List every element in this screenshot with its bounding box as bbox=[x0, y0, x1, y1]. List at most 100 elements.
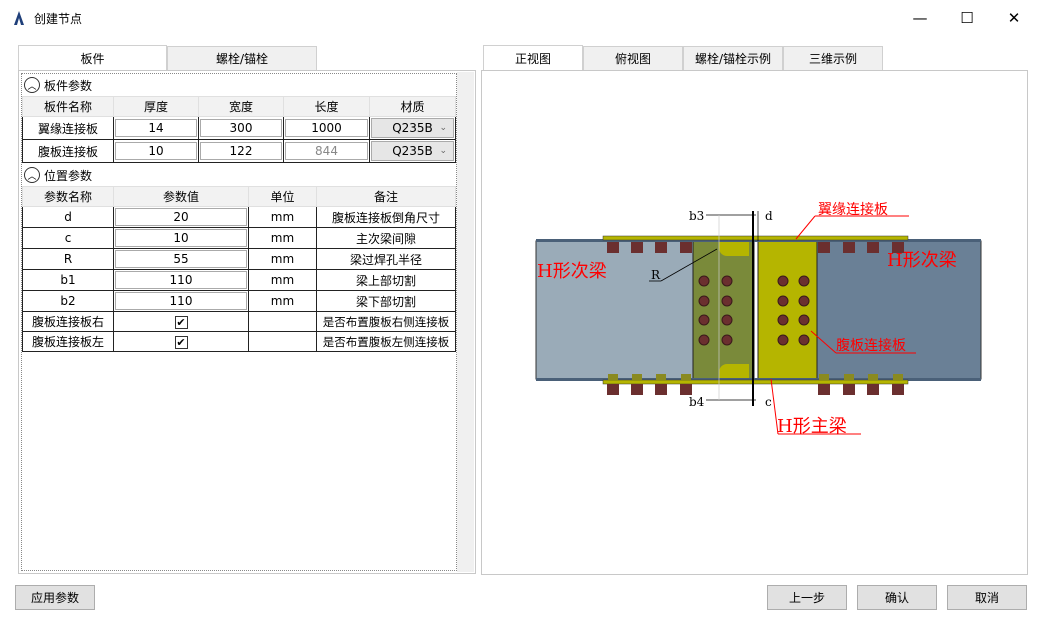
scrollbar[interactable] bbox=[457, 72, 474, 572]
apply-params-button[interactable]: 应用参数 bbox=[15, 585, 95, 610]
checkbox[interactable]: ✔ bbox=[174, 335, 188, 349]
bolt-icon bbox=[631, 242, 643, 253]
tab-front-view[interactable]: 正视图 bbox=[483, 45, 583, 71]
thickness-input[interactable]: 10 bbox=[115, 142, 197, 160]
bolt-icon bbox=[798, 314, 810, 326]
bolt-icon bbox=[818, 384, 830, 395]
d-label: d bbox=[765, 209, 773, 223]
table-row: 腹板连接板 10 122 844 Q235B⌄ bbox=[22, 139, 456, 163]
app-icon bbox=[14, 11, 24, 25]
parameter-panel: ︿板件参数 板件名称厚度宽度长度材质 翼缘连接板 14 300 1000 Q23… bbox=[18, 70, 476, 574]
tab-3d-example[interactable]: 三维示例 bbox=[783, 46, 883, 71]
web-plate-left bbox=[692, 240, 755, 380]
bolt-icon bbox=[655, 384, 667, 395]
bolt-icon bbox=[844, 374, 854, 380]
maximize-button[interactable]: ☐ bbox=[960, 9, 974, 27]
collapse-icon[interactable]: ︿ bbox=[24, 77, 40, 93]
collapse-icon[interactable]: ︿ bbox=[24, 167, 40, 183]
beam-bottom-flange bbox=[536, 378, 981, 381]
table-row: 腹板连接板右✔是否布置腹板右侧连接板 bbox=[22, 311, 456, 332]
bolt-icon bbox=[843, 242, 855, 253]
thickness-input[interactable]: 14 bbox=[115, 119, 197, 137]
weld-hole-bottom bbox=[719, 364, 749, 378]
bolt-icon bbox=[819, 374, 829, 380]
bolt-icon bbox=[681, 374, 691, 380]
bolt-icon bbox=[721, 275, 733, 287]
param-value-input[interactable]: 110 bbox=[115, 292, 247, 310]
bolt-icon bbox=[721, 334, 733, 346]
chevron-down-icon: ⌄ bbox=[439, 146, 447, 156]
bolt-icon bbox=[607, 384, 619, 395]
bolt-icon bbox=[608, 374, 618, 380]
leader-line bbox=[810, 330, 837, 354]
bolt-icon bbox=[631, 384, 643, 395]
table-row: 翼缘连接板 14 300 1000 Q235B⌄ bbox=[22, 116, 456, 140]
bolt-icon bbox=[777, 295, 789, 307]
tab-top-view[interactable]: 俯视图 bbox=[583, 46, 683, 71]
b4-label: b4 bbox=[689, 395, 705, 409]
bolt-icon bbox=[680, 242, 692, 253]
bolt-icon bbox=[656, 374, 666, 380]
width-input[interactable]: 122 bbox=[200, 142, 282, 160]
plate-params-header[interactable]: ︿板件参数 bbox=[24, 76, 456, 94]
left-beam bbox=[535, 240, 694, 380]
param-value-input[interactable]: 10 bbox=[115, 229, 247, 247]
close-button[interactable]: ✕ bbox=[1007, 9, 1021, 27]
cancel-button[interactable]: 取消 bbox=[947, 585, 1027, 610]
bolt-icon bbox=[698, 275, 710, 287]
param-value-input[interactable]: 20 bbox=[115, 208, 247, 226]
radius-leader bbox=[660, 248, 718, 282]
tab-bolts[interactable]: 螺栓/锚栓 bbox=[167, 46, 317, 71]
bolt-icon bbox=[843, 384, 855, 395]
main-beam-label: H形主梁 bbox=[777, 416, 847, 437]
param-value-input[interactable]: 55 bbox=[115, 250, 247, 268]
bolt-icon bbox=[777, 314, 789, 326]
leader-line bbox=[770, 378, 779, 435]
bolt-icon bbox=[818, 242, 830, 253]
b3-label: b3 bbox=[689, 209, 704, 223]
c-label: c bbox=[765, 395, 772, 409]
previous-button[interactable]: 上一步 bbox=[767, 585, 847, 610]
bolt-icon bbox=[632, 374, 642, 380]
bolt-icon bbox=[721, 295, 733, 307]
minimize-button[interactable]: — bbox=[912, 9, 928, 27]
checkbox[interactable]: ✔ bbox=[174, 315, 188, 329]
length-input[interactable]: 1000 bbox=[285, 119, 368, 137]
material-select[interactable]: Q235B⌄ bbox=[371, 141, 454, 161]
web-plate-label: 腹板连接板 bbox=[836, 337, 906, 354]
bolt-icon bbox=[867, 384, 879, 395]
bolt-icon bbox=[892, 384, 904, 395]
position-params-header[interactable]: ︿位置参数 bbox=[24, 166, 456, 184]
right-beam bbox=[816, 240, 982, 380]
right-beam-label: H形次梁 bbox=[887, 250, 957, 271]
title-bar: 创建节点 — ☐ ✕ bbox=[0, 0, 1041, 36]
bolt-icon bbox=[721, 314, 733, 326]
confirm-button[interactable]: 确认 bbox=[857, 585, 937, 610]
leader-line bbox=[795, 215, 816, 240]
width-input[interactable]: 300 bbox=[200, 119, 282, 137]
tab-bolt-example[interactable]: 螺栓/锚栓示例 bbox=[683, 46, 783, 71]
top-flange-plate bbox=[602, 235, 909, 241]
bolt-icon bbox=[698, 314, 710, 326]
tab-plates[interactable]: 板件 bbox=[18, 45, 167, 71]
param-value-input[interactable]: 110 bbox=[115, 271, 247, 289]
material-select[interactable]: Q235B⌄ bbox=[371, 118, 454, 138]
bolt-icon bbox=[777, 334, 789, 346]
bolt-icon bbox=[892, 242, 904, 253]
bolt-icon bbox=[655, 242, 667, 253]
bolt-icon bbox=[698, 295, 710, 307]
bolt-icon bbox=[698, 334, 710, 346]
bolt-icon bbox=[798, 334, 810, 346]
bolt-icon bbox=[867, 242, 879, 253]
r-label: R bbox=[651, 268, 661, 282]
left-beam-label: H形次梁 bbox=[537, 261, 607, 282]
chevron-down-icon: ⌄ bbox=[439, 123, 447, 133]
plate-table: 板件名称厚度宽度长度材质 翼缘连接板 14 300 1000 Q235B⌄ 腹板… bbox=[22, 96, 456, 163]
bolt-icon bbox=[680, 384, 692, 395]
